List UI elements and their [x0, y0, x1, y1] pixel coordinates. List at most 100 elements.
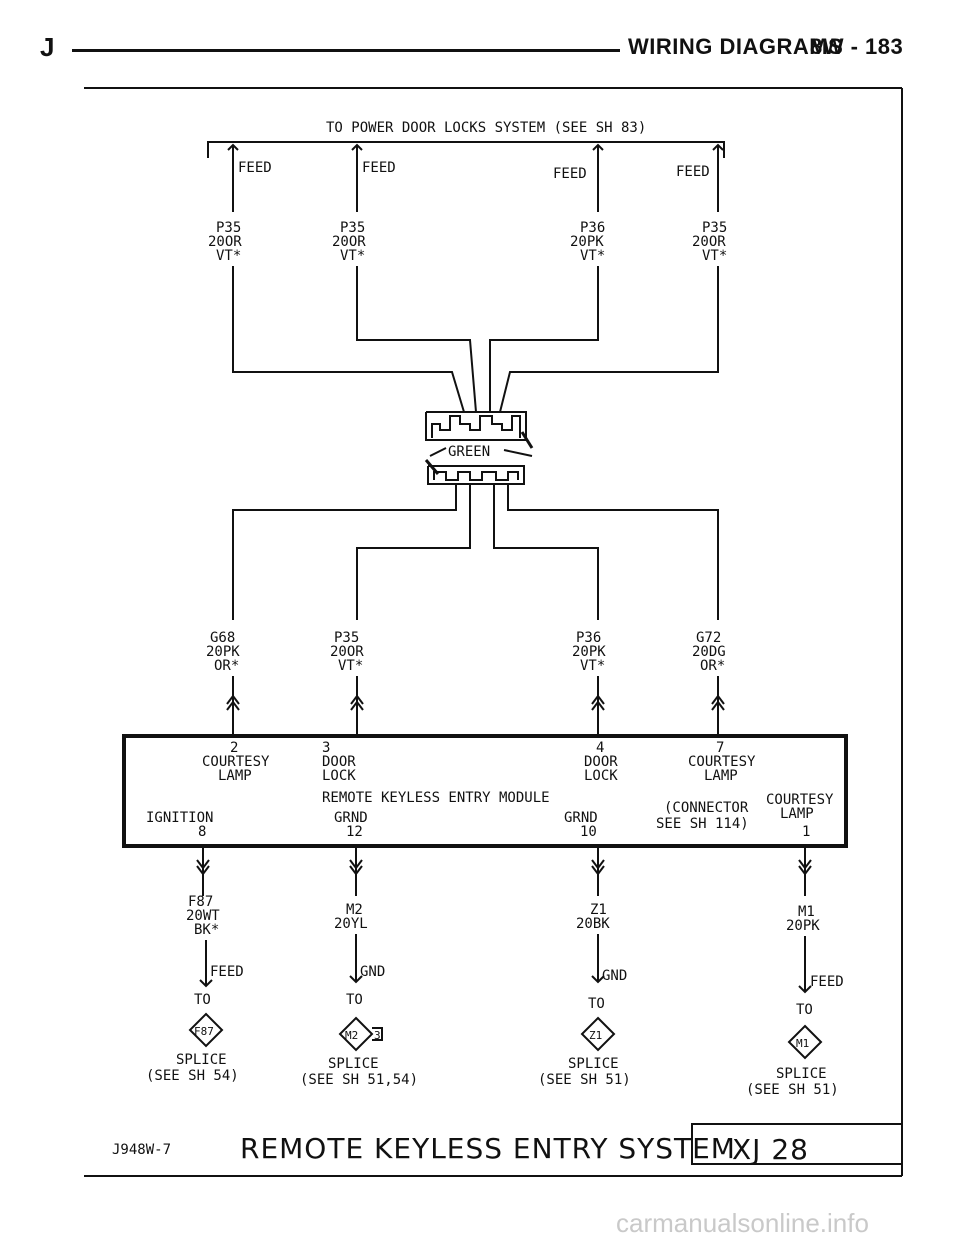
header-page-number: 8W - 183	[810, 34, 904, 59]
splice-reference: (SEE SH 54)	[146, 1068, 239, 1084]
wire-circuit: M1	[798, 904, 815, 920]
wire-gauge: 20PK	[570, 234, 604, 250]
wire-gauge: 20WT	[186, 908, 220, 924]
bottom-connection-labels: FEED TO GND TO GND TO FEED TO	[194, 964, 844, 1018]
feed-label: FEED	[676, 164, 710, 180]
wire-circuit: P35	[702, 220, 727, 236]
wire-tracer: OR*	[700, 658, 725, 674]
top-bracket	[207, 141, 725, 158]
feed-arrow-icon	[227, 143, 239, 151]
upper-wires	[232, 266, 719, 413]
feed-label: FEED	[810, 974, 844, 990]
pin-label: COURTESY	[766, 792, 834, 808]
header-rule	[72, 49, 620, 52]
pin-label: LAMP	[704, 768, 738, 784]
splice-id: F87	[194, 1025, 214, 1038]
connector-note: SEE SH 114)	[656, 816, 749, 832]
pin-label: GRND	[564, 810, 598, 826]
terminal-icon	[226, 694, 240, 711]
module-input-terminals	[226, 676, 725, 736]
splice-label: SPLICE	[776, 1066, 827, 1082]
pin-number: 2	[230, 740, 238, 756]
terminal-icon	[350, 694, 364, 711]
module-box	[122, 734, 848, 848]
wire-tracer: VT*	[340, 248, 365, 264]
terminal-icon	[196, 859, 210, 876]
feed-arrow-icon	[199, 979, 213, 988]
wire-gauge: 20PK	[572, 644, 606, 660]
upper-wire-labels: P35 20OR VT* P35 20OR VT* P36 20PK VT* P…	[208, 220, 727, 264]
wire-circuit: G68	[210, 630, 235, 646]
footer-title: REMOTE KEYLESS ENTRY SYSTEM	[240, 1132, 736, 1165]
pin-number: 4	[596, 740, 604, 756]
feed-label: FEED	[210, 964, 244, 980]
wire-circuit: F87	[188, 894, 213, 910]
splice-reference: (SEE SH 51)	[538, 1072, 631, 1088]
ground-arrow-icon	[349, 975, 363, 984]
feed-arrow-icon	[712, 143, 724, 151]
splice-sub-id: 3	[374, 1029, 381, 1042]
wire-tracer: OR*	[214, 658, 239, 674]
terminal-icon	[711, 694, 725, 711]
to-label: TO	[588, 996, 605, 1012]
wire-gauge: 20OR	[208, 234, 242, 250]
splice-reference: (SEE SH 51,54)	[300, 1072, 418, 1088]
wire-gauge: 20OR	[692, 234, 726, 250]
terminal-icon	[349, 859, 363, 876]
watermark: carmanualsonline.info	[616, 1208, 869, 1238]
wire-circuit: Z1	[590, 902, 607, 918]
pin-number: 10	[580, 824, 597, 840]
feed-arrow-icon	[592, 143, 604, 151]
sheet-number: XJ 28	[732, 1133, 809, 1166]
splice-diamond-icon	[787, 1024, 823, 1060]
module-labels: 2 COURTESY LAMP 3 DOOR LOCK 4 DOOR LOCK …	[146, 740, 834, 840]
splice-labels: SPLICE (SEE SH 54) SPLICE (SEE SH 51,54)…	[146, 1052, 839, 1098]
splice-reference: (SEE SH 51)	[746, 1082, 839, 1098]
pin-label: IGNITION	[146, 810, 213, 826]
feed-arrow-icon	[351, 143, 363, 151]
lower-wires	[232, 484, 719, 620]
pin-label: LAMP	[218, 768, 252, 784]
splice-id: Z1	[589, 1029, 602, 1042]
connector-arrow-icon	[424, 459, 440, 475]
pin-number: 8	[198, 824, 206, 840]
wire-gauge: 20BK	[576, 916, 610, 932]
connector-arrow-icon	[520, 431, 534, 449]
header-title: WIRING DIAGRAMS	[628, 34, 844, 59]
bottom-wires	[199, 934, 812, 994]
bottom-wire-labels: F87 20WT BK* M2 20YL Z1 20BK M1 20PK	[186, 894, 820, 938]
wire-gauge: 20DG	[692, 644, 726, 660]
sheet-box	[691, 1123, 903, 1165]
terminal-icon	[798, 859, 812, 876]
wire-tracer: BK*	[194, 922, 219, 938]
feed-label: FEED	[553, 166, 587, 182]
wire-gauge: 20PK	[786, 918, 820, 934]
splice-id: M2	[345, 1029, 358, 1042]
splice-id: M1	[796, 1037, 809, 1050]
wire-tracer: VT*	[702, 248, 727, 264]
pin-label: LOCK	[584, 768, 618, 784]
pin-label: COURTESY	[688, 754, 756, 770]
wire-circuit: P35	[334, 630, 359, 646]
module-name: REMOTE KEYLESS ENTRY MODULE	[322, 790, 550, 806]
splice-diamond-icon	[338, 1016, 374, 1052]
splice-label: SPLICE	[328, 1056, 379, 1072]
ground-arrow-icon	[591, 975, 605, 984]
pin-label: DOOR	[584, 754, 618, 770]
splice-label: SPLICE	[176, 1052, 227, 1068]
connector-lower-half	[424, 459, 525, 485]
lower-wire-labels: G68 20PK OR* P35 20OR VT* P36 20PK VT* G…	[206, 630, 726, 674]
feed-arrow-icon	[798, 985, 812, 994]
to-label: TO	[194, 992, 211, 1008]
connector-note: (CONNECTOR	[664, 800, 749, 816]
wire-circuit: G72	[696, 630, 721, 646]
wire-gauge: 20YL	[334, 916, 368, 932]
wire-circuit: P36	[576, 630, 601, 646]
ground-label: GND	[602, 968, 627, 984]
pin-number: 1	[802, 824, 810, 840]
footer-code: J948W-7	[112, 1142, 172, 1158]
connector-label: GREEN	[448, 444, 490, 460]
to-label: TO	[346, 992, 363, 1008]
pin-number: 7	[716, 740, 724, 756]
